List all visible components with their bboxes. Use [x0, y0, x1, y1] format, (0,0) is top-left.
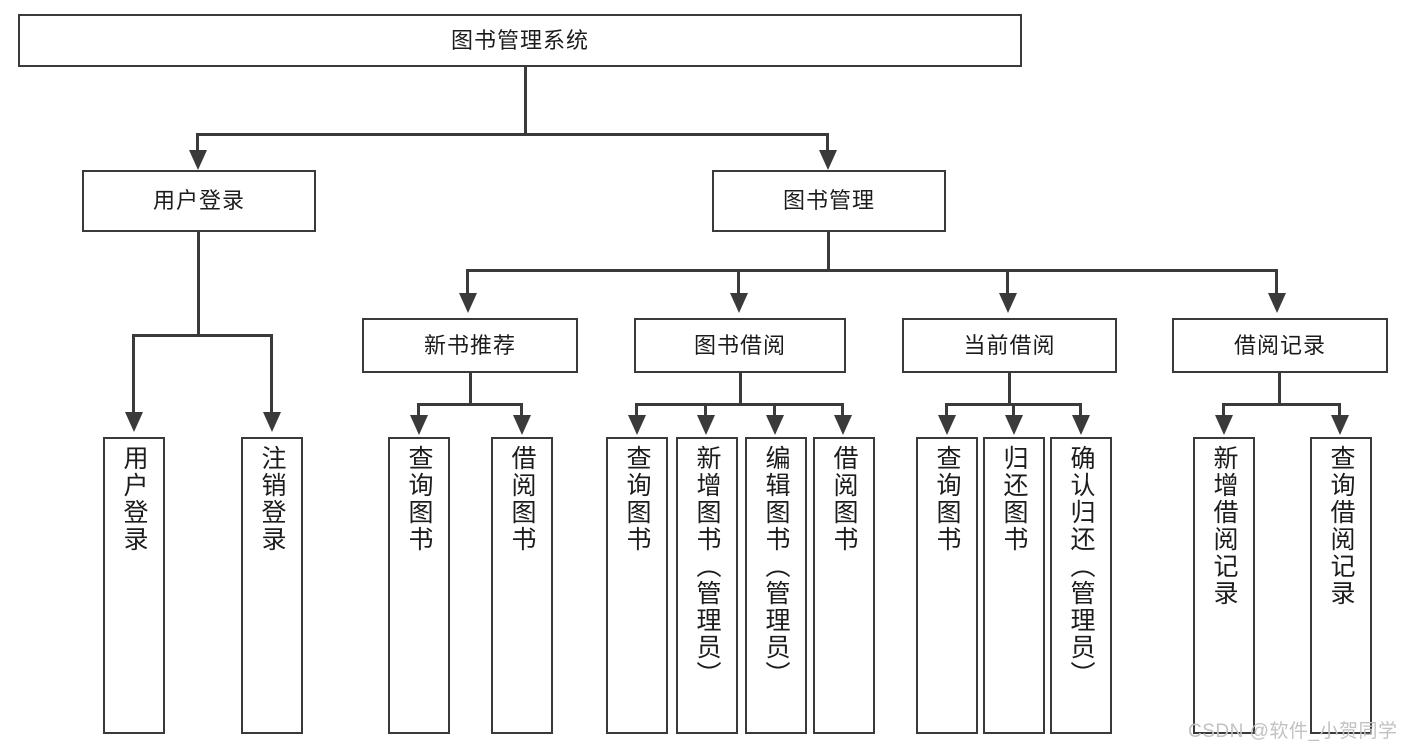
node-root[interactable]: 图书管理系统: [18, 14, 1022, 67]
edge-book-manage-to-l3-2: [1006, 269, 1009, 299]
node-current-borrow[interactable]: 当前借阅: [902, 318, 1117, 373]
node-new-book-recommend[interactable]: 新书推荐: [362, 318, 578, 373]
edge-nbr-to-leaf-0: [417, 403, 420, 421]
edge-br-to-leaf-1: [1338, 403, 1341, 421]
leaf-new-book-recommend-1-label: 借阅图书: [508, 445, 536, 553]
edge-user-login-to-leaf-1: [270, 334, 273, 418]
arrow-bb-to-leaf-3: [834, 415, 852, 435]
arrow-br-to-leaf-1: [1331, 415, 1349, 435]
node-book-borrow[interactable]: 图书借阅: [634, 318, 846, 373]
edge-nbr-to-leaf-1: [520, 403, 523, 421]
edge-borrow-records-bus: [1222, 403, 1341, 406]
arrow-nbr-to-leaf-1: [513, 415, 531, 435]
arrow-root-to-book-manage: [819, 150, 837, 170]
leaf-new-book-recommend-1[interactable]: 借阅图书: [491, 437, 553, 734]
leaf-book-borrow-0-label: 查询图书: [623, 445, 651, 553]
edge-cb-to-leaf-2: [1079, 403, 1082, 421]
node-book-borrow-label: 图书借阅: [693, 332, 786, 358]
node-new-book-recommend-label: 新书推荐: [423, 332, 516, 358]
edge-book-manage-bus: [466, 269, 1278, 272]
arrow-book-manage-to-l3-3: [1268, 293, 1286, 313]
leaf-current-borrow-2[interactable]: 确认归还（管理员）: [1050, 437, 1112, 734]
watermark: CSDN @软件_小贺同学: [1188, 721, 1398, 742]
leaf-book-borrow-1[interactable]: 新增图书（管理员）: [676, 437, 738, 734]
leaf-book-borrow-2-label: 编辑图书（管理员）: [762, 445, 790, 688]
node-book-manage-label: 图书管理: [782, 188, 875, 214]
node-current-borrow-label: 当前借阅: [963, 332, 1056, 358]
edge-book-manage-to-l3-3: [1275, 269, 1278, 299]
leaf-book-borrow-3[interactable]: 借阅图书: [813, 437, 875, 734]
node-root-label: 图书管理系统: [450, 27, 589, 53]
edge-bb-to-leaf-0: [635, 403, 638, 421]
arrow-root-to-user-login: [189, 150, 207, 170]
arrow-user-login-to-leaf-0: [125, 412, 143, 432]
node-user-login[interactable]: 用户登录: [82, 170, 316, 232]
edge-root-stem: [524, 67, 527, 135]
edge-book-manage-to-l3-0: [466, 269, 469, 299]
edge-user-login-bus: [132, 334, 273, 337]
edge-book-borrow-stem: [739, 373, 742, 405]
arrow-cb-to-leaf-1: [1005, 415, 1023, 435]
leaf-new-book-recommend-0[interactable]: 查询图书: [388, 437, 450, 734]
edge-root-to-user-login: [196, 133, 199, 158]
edge-cb-to-leaf-0: [945, 403, 948, 421]
edge-bb-to-leaf-2: [773, 403, 776, 421]
leaf-borrow-records-1[interactable]: 查询借阅记录: [1310, 437, 1372, 734]
node-user-login-label: 用户登录: [152, 188, 245, 214]
arrow-bb-to-leaf-1: [697, 415, 715, 435]
arrow-book-manage-to-l3-0: [459, 293, 477, 313]
leaf-book-borrow-1-label: 新增图书（管理员）: [693, 445, 721, 688]
leaf-current-borrow-1-label: 归还图书: [1000, 445, 1028, 553]
leaf-user-login-0[interactable]: 用户登录: [103, 437, 165, 734]
edge-book-borrow-bus: [635, 403, 844, 406]
edge-cb-to-leaf-1: [1012, 403, 1015, 421]
edge-br-to-leaf-0: [1222, 403, 1225, 421]
edge-borrow-records-stem: [1278, 373, 1281, 405]
arrow-bb-to-leaf-2: [766, 415, 784, 435]
leaf-borrow-records-0[interactable]: 新增借阅记录: [1193, 437, 1255, 734]
leaf-current-borrow-0[interactable]: 查询图书: [916, 437, 978, 734]
edge-new-book-recommend-bus: [417, 403, 523, 406]
node-book-manage[interactable]: 图书管理: [712, 170, 946, 232]
arrow-user-login-to-leaf-1: [263, 412, 281, 432]
edge-user-login-stem: [197, 232, 200, 337]
edge-root-bus: [196, 133, 829, 136]
leaf-user-login-0-label: 用户登录: [120, 445, 148, 553]
leaf-user-login-1[interactable]: 注销登录: [241, 437, 303, 734]
arrow-bb-to-leaf-0: [628, 415, 646, 435]
leaf-new-book-recommend-0-label: 查询图书: [405, 445, 433, 553]
edge-book-manage-stem: [827, 232, 830, 272]
node-borrow-records-label: 借阅记录: [1233, 332, 1326, 358]
arrow-br-to-leaf-0: [1215, 415, 1233, 435]
arrow-cb-to-leaf-2: [1072, 415, 1090, 435]
edge-new-book-recommend-stem: [469, 373, 472, 405]
leaf-book-borrow-2[interactable]: 编辑图书（管理员）: [745, 437, 807, 734]
arrow-book-manage-to-l3-1: [730, 293, 748, 313]
edge-bb-to-leaf-1: [704, 403, 707, 421]
leaf-current-borrow-1[interactable]: 归还图书: [983, 437, 1045, 734]
leaf-book-borrow-3-label: 借阅图书: [830, 445, 858, 553]
leaf-borrow-records-1-label: 查询借阅记录: [1327, 445, 1355, 607]
arrow-book-manage-to-l3-2: [999, 293, 1017, 313]
leaf-current-borrow-2-label: 确认归还（管理员）: [1067, 445, 1095, 688]
leaf-current-borrow-0-label: 查询图书: [933, 445, 961, 553]
arrow-cb-to-leaf-0: [938, 415, 956, 435]
edge-book-manage-to-l3-1: [737, 269, 740, 299]
edge-user-login-to-leaf-0: [132, 334, 135, 418]
node-borrow-records[interactable]: 借阅记录: [1172, 318, 1388, 373]
leaf-borrow-records-0-label: 新增借阅记录: [1210, 445, 1238, 607]
edge-current-borrow-stem: [1008, 373, 1011, 405]
leaf-user-login-1-label: 注销登录: [258, 445, 286, 553]
edge-root-to-book-manage: [826, 133, 829, 158]
edge-bb-to-leaf-3: [841, 403, 844, 421]
leaf-book-borrow-0[interactable]: 查询图书: [606, 437, 668, 734]
arrow-nbr-to-leaf-0: [410, 415, 428, 435]
